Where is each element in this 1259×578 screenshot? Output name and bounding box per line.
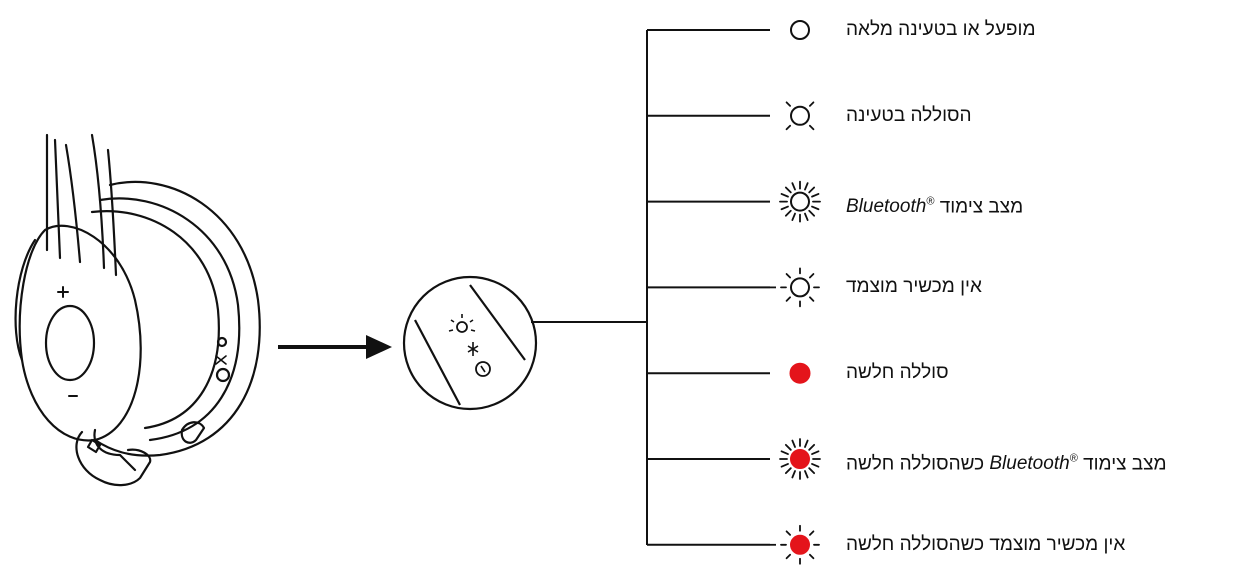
earcup-rim — [98, 197, 241, 442]
led-fast-flash-red-icon — [779, 438, 821, 480]
led-slow-pulse-icon — [785, 101, 815, 131]
led-icons — [770, 20, 821, 565]
earcup-faceplate — [18, 224, 142, 442]
bluetooth-word: Bluetooth® — [989, 453, 1078, 475]
legend-label-prefix: מצב צימוד — [939, 195, 1024, 217]
rim-led — [216, 336, 228, 348]
led-fast-flash-icon — [779, 180, 821, 223]
zoom-circle — [402, 275, 538, 411]
legend-label: מצב צימוד Bluetooth® כשהסוללה חלשה — [846, 453, 1167, 475]
zoom-rim-left — [414, 319, 461, 406]
rim-power-button — [215, 367, 231, 383]
led-blink-red-icon — [770, 524, 820, 565]
zoom-bt-symbol — [467, 342, 479, 356]
legend-label: סוללה חלשה — [846, 362, 949, 384]
earcup-rim-inner — [90, 210, 220, 430]
volume-marks — [57, 286, 78, 397]
zoom-arrow — [278, 335, 392, 359]
mic-boom — [75, 428, 152, 487]
led-solid-red-icon — [789, 362, 811, 384]
zoom-led-rays — [448, 314, 476, 332]
center-button — [44, 304, 96, 382]
mic-slot — [86, 438, 102, 454]
headset-illustration — [14, 133, 261, 487]
rim-usb-port — [180, 421, 206, 444]
earcup-faceplate-edge — [14, 238, 37, 362]
led-off-ring-icon — [790, 20, 810, 40]
zoom-led — [456, 321, 468, 333]
connector-lines — [531, 29, 770, 546]
legend-label: הסוללה בטעינה — [846, 104, 972, 126]
legend-label-prefix: מצב צימוד — [1083, 453, 1167, 475]
rim-bt-symbol — [215, 355, 227, 365]
earcup-outer — [93, 180, 261, 457]
zoom-power-button — [475, 361, 491, 377]
zoom-rim-right — [469, 284, 526, 361]
legend-label: מופעל או בטעינה מלאה — [846, 19, 1036, 40]
led-blink-icon — [770, 267, 820, 308]
legend-label: אין מכשיר מוצמד כשהסוללה חלשה — [846, 533, 1126, 555]
headband — [45, 133, 118, 277]
zoom-detail — [402, 275, 538, 411]
legend-label: אין מכשיר מוצמד — [846, 276, 982, 298]
bluetooth-word: Bluetooth® — [846, 195, 935, 217]
legend-label: מצב צימוד Bluetooth® — [846, 187, 1023, 217]
